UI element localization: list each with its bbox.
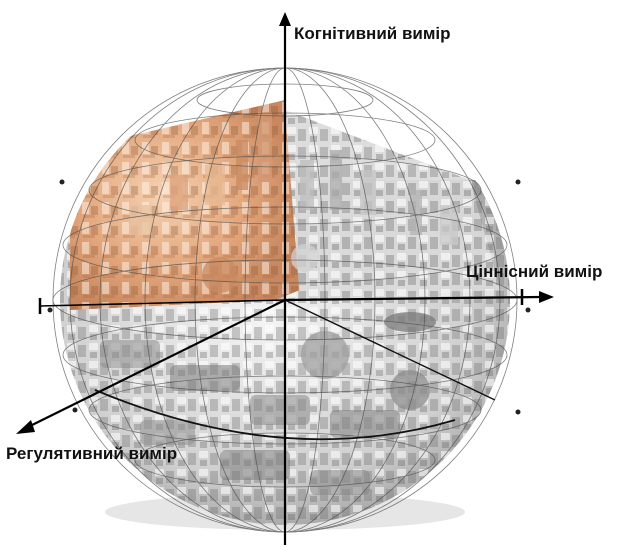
- regulative-axis-arrowhead: [16, 420, 35, 434]
- cognitive-axis-label: Когнітивний вимір: [294, 24, 451, 44]
- cognitive-axis-arrowhead: [279, 12, 291, 26]
- value-axis-arrowhead: [539, 291, 554, 303]
- value-axis-label: Ціннісний вимір: [466, 262, 602, 282]
- regulative-axis-label: Регулятивний вимір: [6, 444, 177, 464]
